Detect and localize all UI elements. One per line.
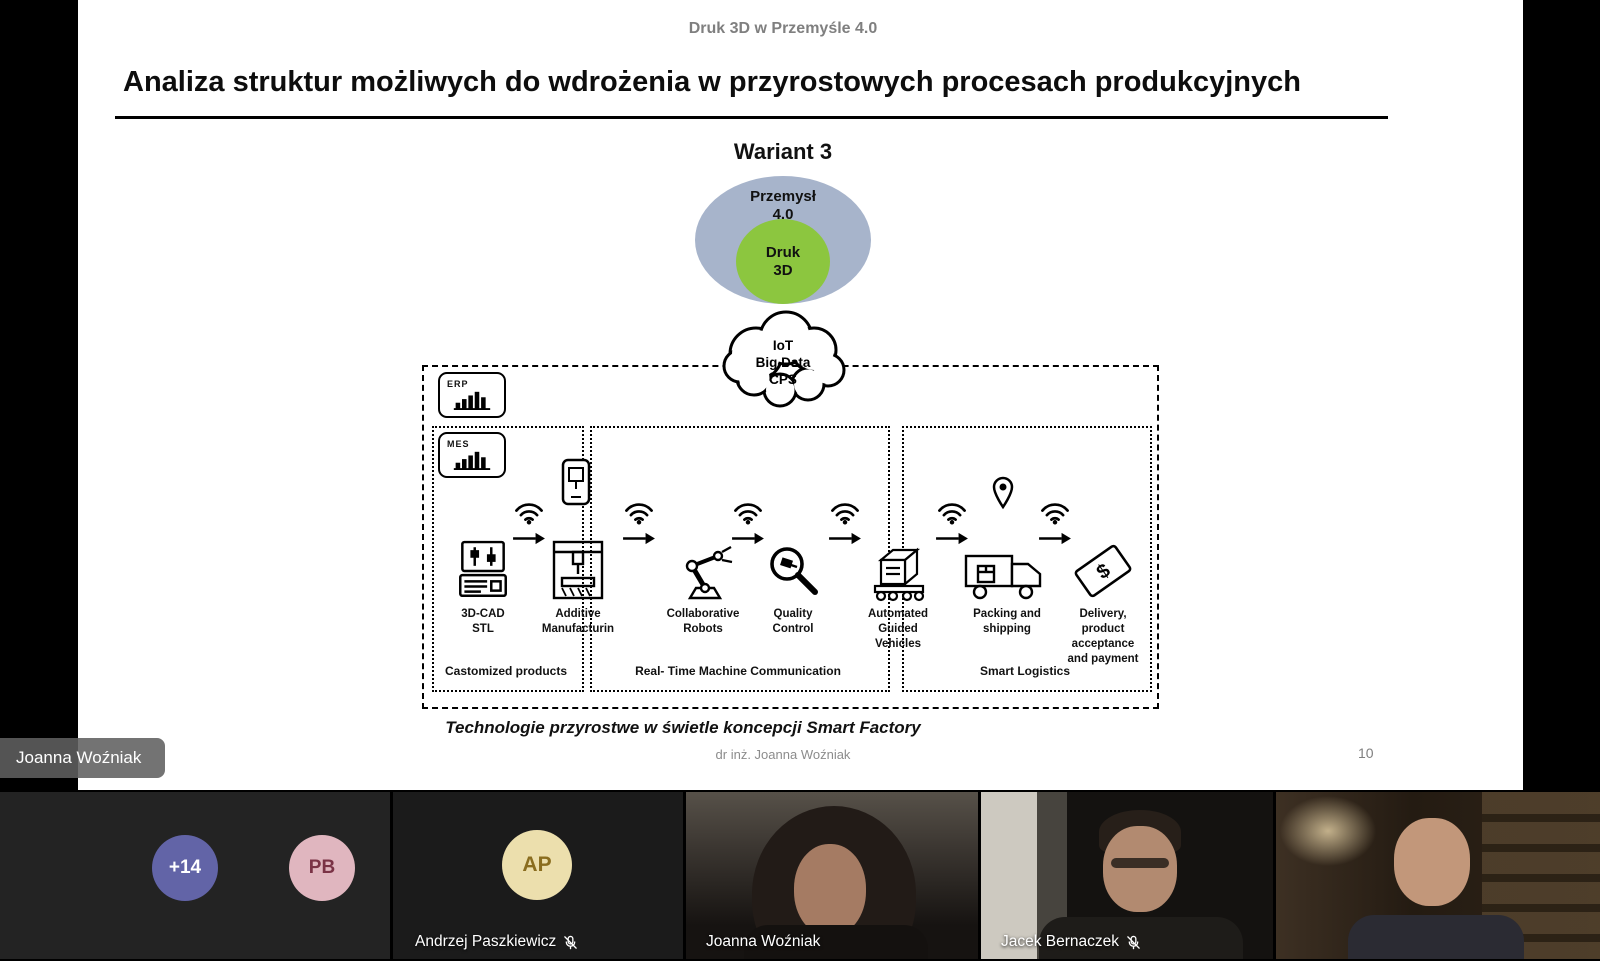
arrow-right-icon bbox=[936, 532, 968, 545]
arrow-right-icon bbox=[1039, 532, 1071, 545]
participant-name-tag: Jacek Bernaczek bbox=[1001, 933, 1141, 951]
flow-label: 3D-CAD STL bbox=[461, 608, 505, 635]
wifi-icon bbox=[831, 503, 859, 525]
flow-item-quality-control: Quality Control bbox=[741, 512, 845, 637]
participant-avatar-ap: AP bbox=[502, 830, 572, 900]
slide-header-note: Druk 3D w Przemyśle 4.0 bbox=[688, 20, 878, 37]
section-label-customized-products: Castomized products bbox=[444, 664, 567, 678]
person-silhouette bbox=[744, 925, 928, 959]
avatar-initials: +14 bbox=[168, 857, 202, 878]
section-label-machine-communication: Real- Time Machine Communication bbox=[635, 664, 841, 678]
delivery-truck-icon bbox=[964, 554, 1042, 600]
arrow-right-icon bbox=[829, 532, 861, 545]
cloud-line-1: IoT bbox=[773, 338, 794, 353]
cloud-icon: IoT Big Data CPS bbox=[722, 310, 846, 408]
participant-name: Jacek Bernaczek bbox=[1001, 933, 1120, 950]
variant-heading: Wariant 3 bbox=[733, 139, 833, 164]
flow-label: Quality Control bbox=[772, 608, 814, 635]
wifi-icon bbox=[515, 503, 543, 525]
participant-name-tag: Andrzej Paszkiewicz bbox=[415, 933, 578, 951]
mes-label: MES bbox=[447, 439, 470, 449]
person-silhouette bbox=[1103, 826, 1177, 912]
agv-icon bbox=[873, 547, 925, 602]
wifi-icon bbox=[1041, 503, 1069, 525]
presentation-slide: Druk 3D w Przemyśle 4.0 Analiza struktur… bbox=[78, 0, 1523, 790]
section-label-smart-logistics: Smart Logistics bbox=[979, 664, 1071, 678]
erp-label: ERP bbox=[447, 379, 469, 389]
arrow-right-icon bbox=[732, 532, 764, 545]
participant-avatar-pb: PB bbox=[289, 835, 355, 901]
avatar-initials: PB bbox=[308, 857, 336, 878]
lamp-glow bbox=[1280, 796, 1376, 866]
wifi-icon bbox=[938, 503, 966, 525]
window-light bbox=[981, 792, 1037, 959]
video-tile-joanna[interactable]: Joanna Woźniak bbox=[686, 792, 978, 959]
connector bbox=[930, 498, 974, 546]
connector bbox=[1033, 498, 1077, 546]
figure-caption: Technologie przyrostwe w świetle koncepc… bbox=[445, 718, 921, 737]
robot-arm-icon bbox=[685, 545, 733, 600]
arrow-right-icon bbox=[623, 532, 655, 545]
video-tile-jacek[interactable]: Jacek Bernaczek bbox=[981, 792, 1273, 959]
flow-label: Delivery, product acceptance and payment bbox=[1067, 608, 1139, 665]
participant-name-tag: Joanna Woźniak bbox=[706, 933, 820, 951]
arrow-right-icon bbox=[513, 532, 545, 545]
flow-item-delivery-payment: $ Delivery, product acceptance and payme… bbox=[1051, 512, 1155, 667]
mic-muted-icon bbox=[1127, 935, 1140, 949]
connector bbox=[726, 498, 770, 546]
payment-icon: $ bbox=[1074, 544, 1132, 598]
participant-name: Joanna Woźniak bbox=[706, 933, 821, 950]
flow-label: Packing and shipping bbox=[973, 608, 1041, 635]
person-silhouette bbox=[1039, 917, 1243, 959]
presenter-name-tag: Joanna Woźniak bbox=[0, 738, 166, 778]
flow-item-packing-shipping: Packing and shipping bbox=[955, 512, 1059, 637]
cloud-line-2: Big Data bbox=[756, 355, 811, 370]
bar-chart-icon bbox=[453, 391, 491, 410]
title-underline bbox=[115, 116, 1388, 119]
erp-system-icon: ERP bbox=[438, 372, 506, 418]
slide-footer-author: dr inż. Joanna Woźniak bbox=[715, 747, 851, 762]
flow-item-collaborative-robots: Collaborative Robots bbox=[651, 512, 755, 637]
wifi-icon bbox=[734, 503, 762, 525]
flow-item-3d-cad: 3D-CAD STL bbox=[431, 512, 535, 637]
slide-title: Analiza struktur możliwych do wdrożenia … bbox=[123, 66, 1301, 98]
connector bbox=[823, 498, 867, 546]
participants-overflow-tile[interactable]: +14 PB bbox=[0, 792, 390, 959]
industry40-dashed-frame bbox=[422, 365, 1159, 709]
person-silhouette bbox=[1394, 818, 1470, 906]
location-pin-icon bbox=[992, 476, 1014, 510]
cad-workstation-icon bbox=[459, 540, 507, 598]
smartphone-icon bbox=[561, 458, 591, 506]
slide-page-number: 10 bbox=[1358, 745, 1374, 761]
overflow-participants-avatar: +14 bbox=[152, 835, 218, 901]
bar-chart-icon bbox=[453, 451, 491, 470]
participants-strip: +14 PB AP Andrzej Paszkiewicz bbox=[0, 790, 1600, 961]
3d-printer-icon bbox=[552, 540, 604, 600]
flow-label: Additive Manufacturin bbox=[541, 608, 615, 635]
mes-system-icon: MES bbox=[438, 432, 506, 478]
mic-muted-icon bbox=[564, 935, 578, 949]
participant-tile-andrzej[interactable]: AP Andrzej Paszkiewicz bbox=[393, 792, 683, 959]
magnifier-icon bbox=[770, 547, 818, 595]
flow-item-agv: Automated Guided Vehicles bbox=[846, 512, 950, 652]
venn-inner-druk3d: Druk 3D bbox=[736, 219, 830, 304]
flow-label: Automated Guided Vehicles bbox=[867, 608, 929, 650]
avatar-initials: AP bbox=[522, 853, 552, 876]
cloud-line-3: CPS bbox=[769, 372, 797, 387]
connector bbox=[507, 498, 551, 546]
person-silhouette bbox=[1111, 858, 1169, 868]
flow-item-additive-manufacturing: Additive Manufacturin bbox=[526, 512, 630, 637]
wifi-icon bbox=[625, 503, 653, 525]
participant-name: Andrzej Paszkiewicz bbox=[415, 933, 557, 950]
connector bbox=[617, 498, 661, 546]
person-silhouette bbox=[794, 844, 866, 936]
person-silhouette bbox=[1348, 915, 1524, 959]
flow-label: Collaborative Robots bbox=[666, 608, 740, 635]
video-tile-unnamed[interactable] bbox=[1276, 792, 1600, 959]
